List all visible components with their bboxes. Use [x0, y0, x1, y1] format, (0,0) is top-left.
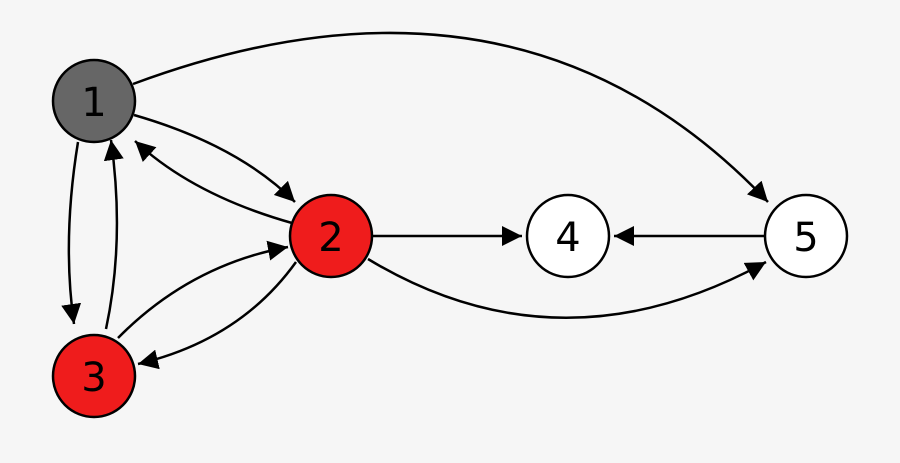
node-3: 3: [51, 333, 137, 419]
node-1-label: 1: [81, 80, 106, 126]
edge-1-to-2: [133, 113, 296, 203]
edge-1-to-3: [61, 141, 82, 325]
node-5-label: 5: [793, 215, 818, 261]
edge-3-to-2: [117, 240, 289, 339]
node-2-circle: [288, 193, 374, 279]
node-3-label: 3: [81, 355, 106, 401]
node-2-label: 2: [318, 215, 343, 261]
edge-2-to-1: [134, 140, 293, 225]
node-4: 4: [525, 193, 611, 279]
node-1-circle: [51, 58, 137, 144]
node-3-circle: [51, 333, 137, 419]
edge-1-to-5: [132, 31, 769, 203]
nodes-layer: 1 2 3 4 5: [51, 58, 849, 419]
node-1: 1: [51, 58, 137, 144]
edge-3-to-1: [103, 139, 124, 330]
node-5-circle: [763, 193, 849, 279]
edges-layer: [61, 31, 769, 370]
node-5: 5: [763, 193, 849, 279]
node-2: 2: [288, 193, 374, 279]
edge-2-to-3: [137, 261, 298, 370]
node-4-label: 4: [555, 215, 580, 261]
node-4-circle: [525, 193, 611, 279]
edge-2-to-5: [367, 257, 767, 319]
